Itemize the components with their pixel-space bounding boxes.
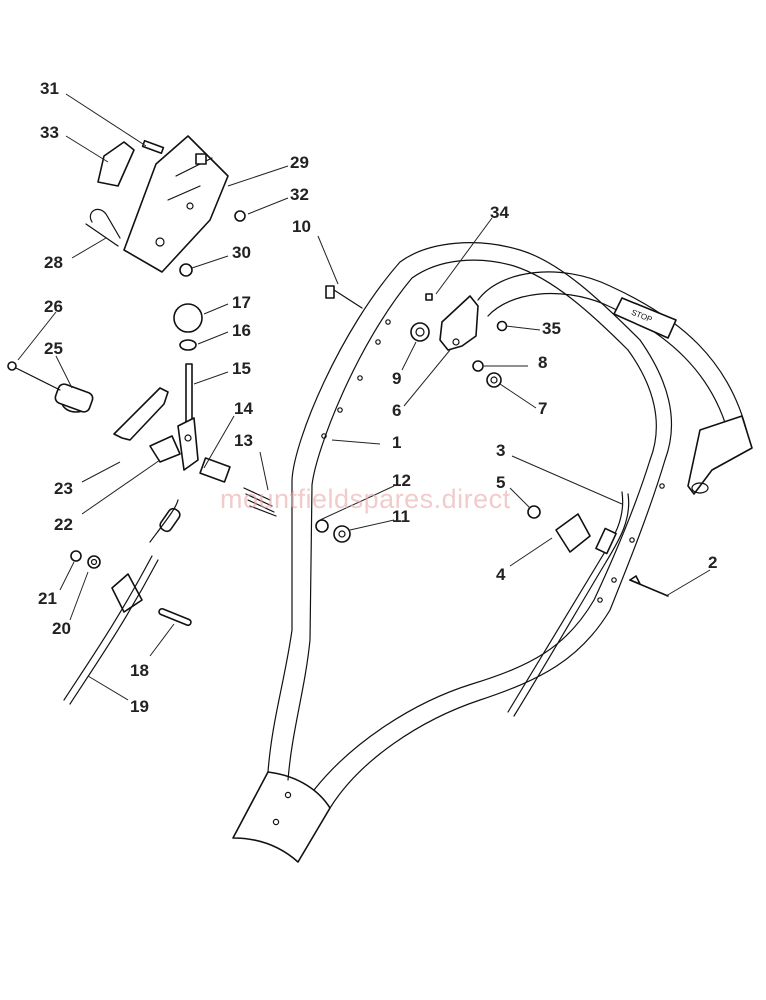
right-small-parts xyxy=(315,285,669,597)
callout-16: 16 xyxy=(232,321,251,340)
callout-7: 7 xyxy=(538,399,547,418)
callout-9: 9 xyxy=(392,369,401,388)
callout-8: 8 xyxy=(538,353,547,372)
callout-3: 3 xyxy=(496,441,505,460)
callout-35: 35 xyxy=(542,319,561,338)
callout-25: 25 xyxy=(44,339,63,358)
callout-12: 12 xyxy=(392,471,411,490)
callout-11: 11 xyxy=(392,507,410,526)
callout-32: 32 xyxy=(290,185,309,204)
watermark-text: mountfieldspares.direct xyxy=(220,484,511,514)
callout-20: 20 xyxy=(52,619,71,638)
callout-22: 22 xyxy=(54,515,73,534)
callout-33: 33 xyxy=(40,123,59,142)
callout-4: 4 xyxy=(496,565,506,584)
callout-21: 21 xyxy=(38,589,57,608)
callout-18: 18 xyxy=(130,661,149,680)
callout-23: 23 xyxy=(54,479,73,498)
callout-28: 28 xyxy=(44,253,63,272)
callout-34: 34 xyxy=(490,203,509,222)
control-cable xyxy=(507,491,630,717)
callout-15: 15 xyxy=(232,359,251,378)
callout-labels: 31 33 29 32 10 34 28 30 26 17 16 35 25 1… xyxy=(38,79,717,716)
callout-10: 10 xyxy=(292,217,311,236)
main-handle-frame xyxy=(232,242,673,863)
callout-6: 6 xyxy=(392,401,401,420)
callout-19: 19 xyxy=(130,697,149,716)
callout-5: 5 xyxy=(496,473,505,492)
callout-2: 2 xyxy=(708,553,717,572)
left-control-parts xyxy=(7,135,277,705)
callout-26: 26 xyxy=(44,297,63,316)
callout-17: 17 xyxy=(232,293,251,312)
callout-31: 31 xyxy=(40,79,59,98)
leader-lines xyxy=(17,93,711,701)
callout-29: 29 xyxy=(290,153,309,172)
callout-14: 14 xyxy=(234,399,253,418)
callout-13: 13 xyxy=(234,431,253,450)
upper-handle-bar: STOP xyxy=(477,271,753,495)
callout-1: 1 xyxy=(392,433,401,452)
callout-30: 30 xyxy=(232,243,251,262)
